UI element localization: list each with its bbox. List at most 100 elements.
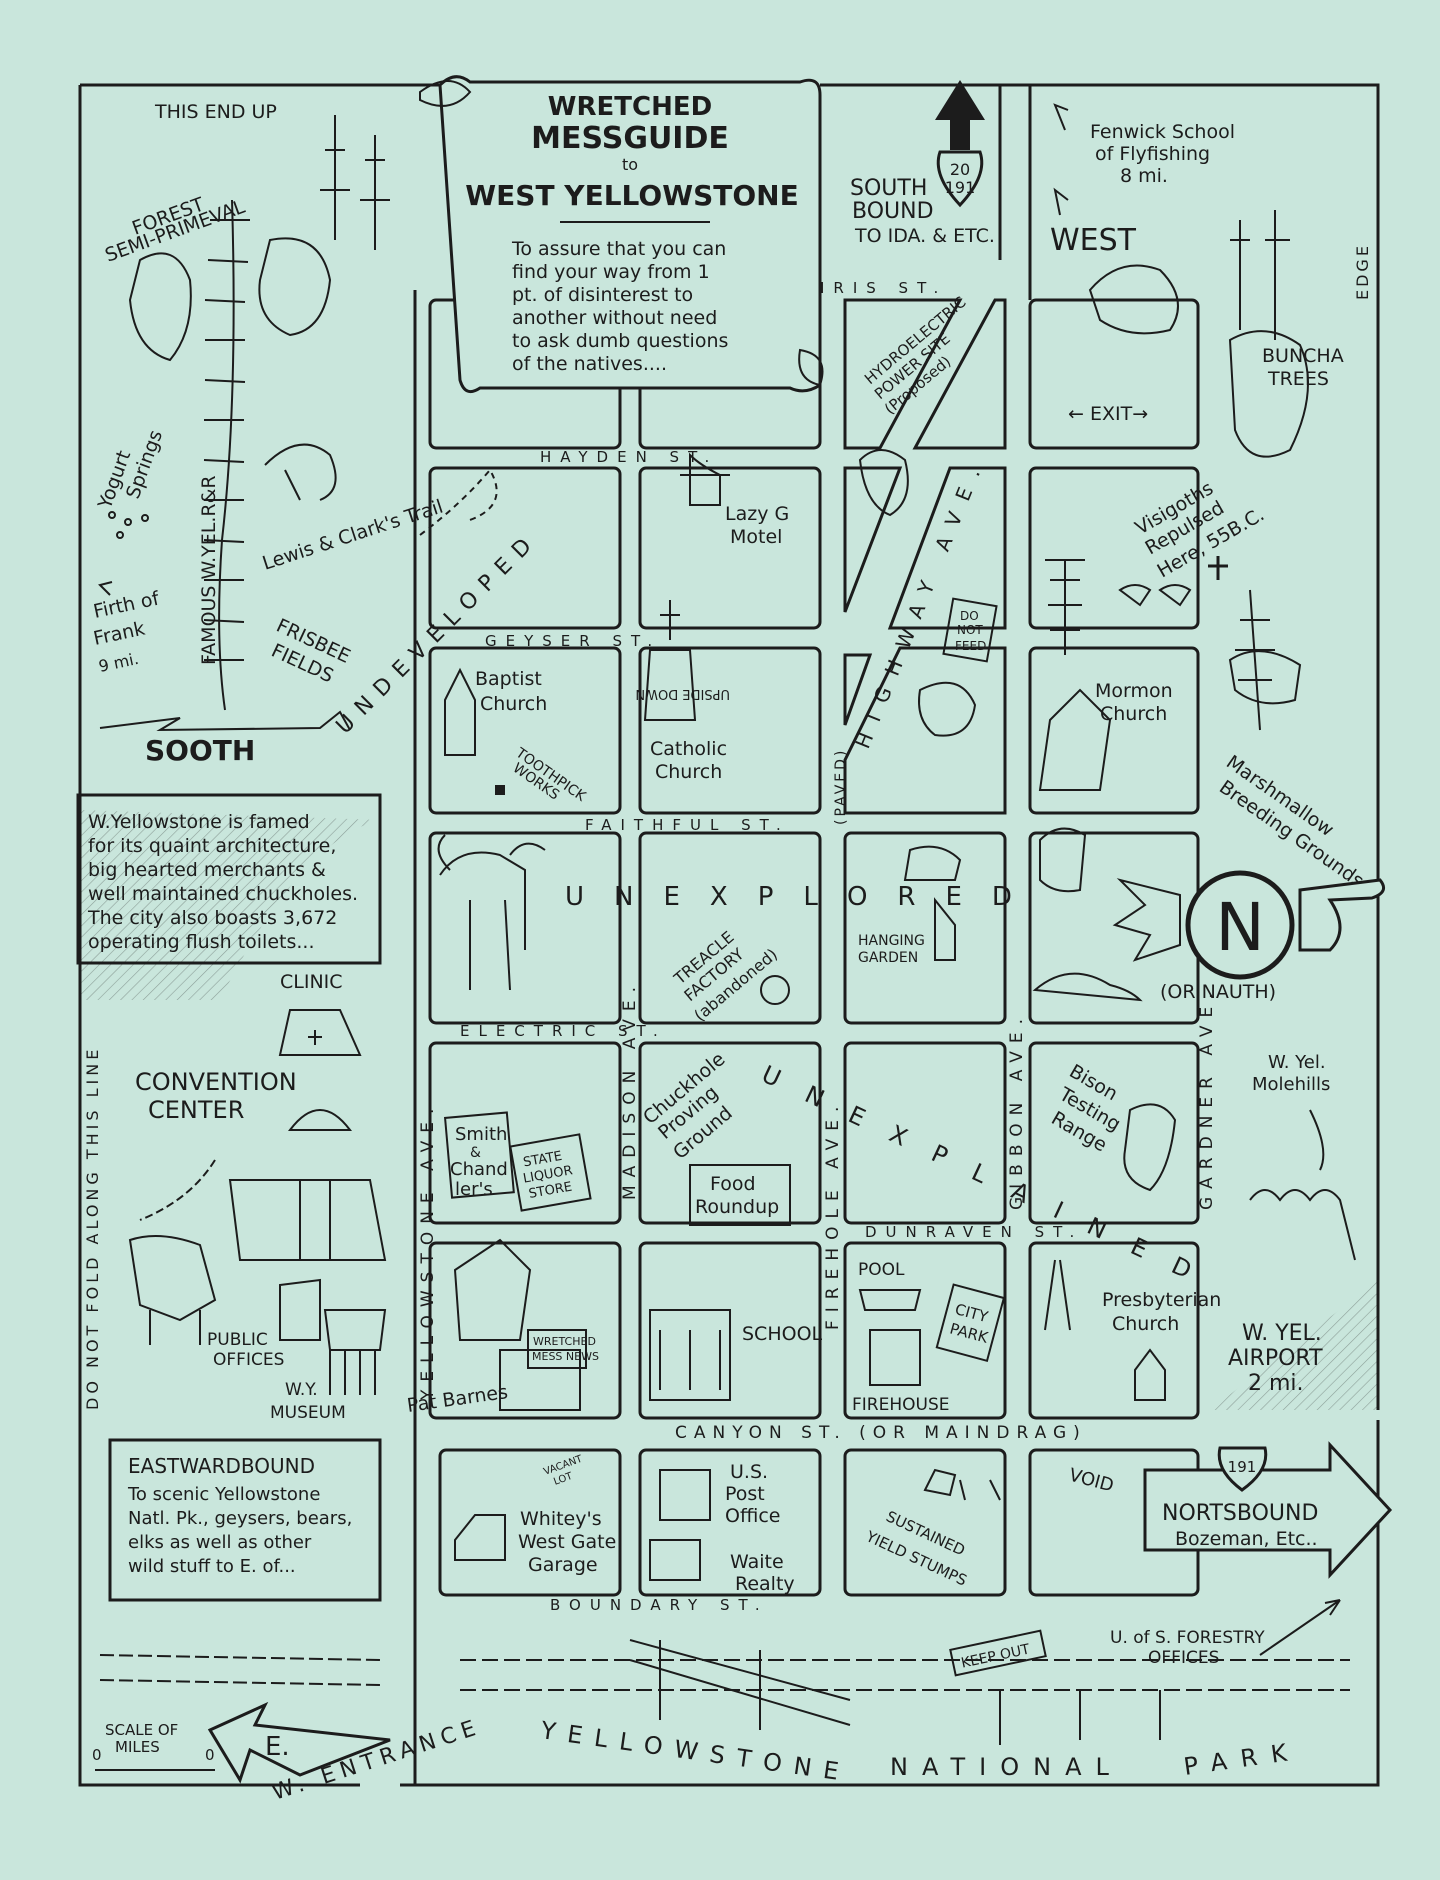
southbound-line3: TO IDA. & ETC. (854, 225, 995, 247)
baptist-line2: Church (480, 693, 547, 715)
airport-line2: AIRPORT (1228, 1346, 1323, 1371)
mormon-line1: Mormon (1095, 680, 1173, 702)
void-label: VOID (1067, 1465, 1116, 1497)
do-not-feed-1: DO (960, 609, 979, 623)
ave-yellowstone: YELLOWSTONE AVE. (418, 1101, 438, 1401)
upside-down-label: UPSIDE DOWN (635, 686, 730, 701)
info-line5: The city also boasts 3,672 (87, 907, 337, 929)
route-191-north: 191 (1228, 1458, 1257, 1476)
street-hayden: HAYDEN ST. (540, 448, 718, 466)
presbyterian-line2: Church (1112, 1313, 1179, 1335)
airport-line1: W. YEL. (1242, 1321, 1322, 1346)
catholic-line2: Church (655, 761, 722, 783)
clinic-label: CLINIC (280, 971, 343, 993)
title-line4: WEST YELLOWSTONE (465, 179, 798, 212)
exit-label: ← EXIT→ (1068, 403, 1148, 425)
street-canyon: CANYON ST. (OR MAINDRAG) (675, 1423, 1087, 1443)
whiteys-line1: Whitey's (520, 1508, 602, 1530)
this-end-up: THIS END UP (154, 101, 277, 123)
buncha-line1: BUNCHA (1262, 345, 1344, 367)
baptist-line1: Baptist (475, 668, 542, 690)
museum-line1: W.Y. (285, 1380, 318, 1400)
paved-label: (PAVED) (833, 748, 849, 825)
route-20-label: 20 (950, 160, 970, 179)
park-label-national: NATIONAL (890, 1753, 1123, 1781)
hanging-garden-line1: HANGING (858, 933, 925, 949)
street-boundary: BOUNDARY ST. (550, 1596, 769, 1614)
firehouse-label: FIREHOUSE (852, 1395, 949, 1415)
ave-madison: MADISON AVE. (620, 979, 640, 1200)
forestry-line2: OFFICES (1148, 1648, 1219, 1668)
school-label: SCHOOL (742, 1323, 823, 1345)
museum-line2: MUSEUM (270, 1403, 346, 1423)
firth-line1: Firth of (91, 587, 162, 623)
scale-line1: SCALE OF (105, 1721, 178, 1739)
info-box: W.Yellowstone is famed for its quaint ar… (76, 793, 382, 965)
post-office-line3: Office (725, 1505, 780, 1527)
eastward-line3: Natl. Pk., geysers, bears, (128, 1508, 352, 1529)
do-not-fold-label: DO NOT FOLD ALONG THIS LINE (83, 1046, 102, 1410)
eastward-line1: EASTWARDBOUND (128, 1454, 315, 1478)
mormon-line2: Church (1100, 703, 1167, 725)
ave-gibbon: GIBBON AVE. (1007, 1011, 1027, 1210)
smith-line3: Chand (450, 1159, 508, 1180)
map-border (78, 83, 1380, 1787)
scale-line2: MILES (115, 1738, 160, 1756)
west-landmarks: CLINIC CONVENTION CENTER PUBLIC OFFICES … (128, 971, 387, 1423)
smith-line2: & (470, 1145, 481, 1161)
info-line4: well maintained chuckholes. (88, 883, 358, 905)
molehills-line2: Molehills (1252, 1074, 1330, 1095)
news-line1: WRETCHED (533, 1335, 596, 1348)
north-symbol: N (1215, 889, 1264, 966)
waite-line1: Waite (730, 1551, 784, 1573)
fenwick-line3: 8 mi. (1120, 165, 1168, 187)
title-line3: to (622, 155, 638, 174)
compass: N (OR NAUTH) (1112, 870, 1386, 1003)
unexplored-band: UNEXPLORED TREACLE FACTORY (abandoned) H… (437, 827, 1143, 1025)
north-caption: (OR NAUTH) (1160, 981, 1276, 1003)
whiteys-line2: West Gate (518, 1531, 616, 1553)
east-symbol: E. (265, 1732, 290, 1762)
firth-line2: Frank (91, 618, 146, 650)
title-blurb-1: To assure that you can (511, 238, 726, 260)
city-blocks (413, 85, 1200, 1785)
southbound-line2: BOUND (852, 199, 934, 224)
liquor-line3: STORE (528, 1180, 574, 1202)
title-blurb-3: pt. of disinterest to (512, 284, 693, 306)
west-label: WEST (1050, 223, 1137, 258)
waite-line2: Realty (735, 1573, 795, 1595)
railroad-label: FAMOUS W.YEL.R&R (198, 475, 220, 665)
title-blurb-4: another without need (512, 307, 717, 329)
firth-line3: 9 mi. (97, 649, 140, 676)
street-faithful: FAITHFUL ST. (585, 816, 790, 834)
forestry-line1: U. of S. FORESTRY (1110, 1628, 1265, 1648)
do-not-feed-3: FEED (955, 639, 986, 653)
route-191-label: 191 (945, 178, 976, 197)
sooth-label: SOOTH (145, 734, 255, 767)
street-dunraven: DUNRAVEN ST. (865, 1223, 1083, 1241)
ave-firehole: FIREHOLE AVE. (823, 1099, 843, 1330)
smith-line1: Smith (455, 1124, 507, 1145)
fenwick-line1: Fenwick School (1090, 121, 1235, 143)
ave-gardner: GARDNER AVE. (1197, 985, 1217, 1210)
molehills-line1: W. Yel. (1268, 1052, 1326, 1073)
street-iris: IRIS ST. (820, 279, 947, 297)
street-labels: IRIS ST. HAYDEN ST. GEYSER ST. FAITHFUL … (418, 279, 1217, 1614)
whiteys-line3: Garage (528, 1554, 598, 1576)
scale-zero-left: 0 (92, 1746, 102, 1764)
eastward-line4: elks as well as other (128, 1532, 312, 1553)
nortsbound-line2: Bozeman, Etc.. (1175, 1528, 1318, 1550)
do-not-feed-2: NOT (957, 623, 983, 637)
lazy-g-line2: Motel (730, 526, 782, 548)
airport-line3: 2 mi. (1248, 1371, 1304, 1396)
public-offices-2: OFFICES (213, 1350, 284, 1370)
title-blurb-5: to ask dumb questions (512, 330, 728, 352)
lazy-g-line1: Lazy G (725, 503, 789, 525)
info-line1: W.Yellowstone is famed (88, 811, 310, 833)
eastward-line5: wild stuff to E. of... (128, 1556, 296, 1577)
scale-zero-right: 0 (205, 1746, 215, 1764)
eastward-box: EASTWARDBOUND To scenic Yellowstone Natl… (108, 1438, 382, 1602)
catholic-line1: Catholic (650, 738, 727, 760)
info-line2: for its quaint architecture, (88, 835, 336, 857)
